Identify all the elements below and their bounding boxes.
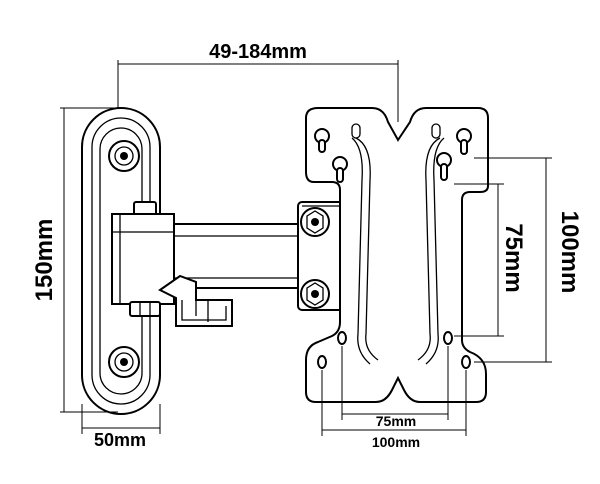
vesa-75-horizontal-label: 75mm — [376, 413, 416, 429]
vesa-100-vertical-label: 100mm — [556, 211, 583, 294]
swivel-arm — [111, 201, 303, 327]
width-50-dimension: 50mm — [81, 404, 161, 450]
keyhole-top-left-icon — [314, 128, 330, 153]
upper-bolt-icon — [300, 207, 330, 237]
vesa-75-vertical-label: 75mm — [500, 223, 527, 292]
tilt-head — [297, 201, 345, 311]
keyhole-upper-left-icon — [332, 156, 348, 183]
keyhole-top-right-icon — [456, 128, 472, 155]
vesa-100-horizontal-dimension: 100mm — [321, 370, 467, 450]
height-150-label: 150mm — [31, 219, 58, 302]
vesa-75-horizontal-dimension: 75mm — [341, 346, 449, 429]
keyhole-upper-right-icon — [436, 152, 452, 181]
bottom-holes — [317, 331, 471, 369]
lower-bolt-icon — [300, 279, 330, 309]
top-screw-icon — [108, 140, 140, 172]
width-50-label: 50mm — [94, 430, 146, 450]
overall-width-label: 49-184mm — [209, 41, 307, 63]
vesa-100-horizontal-label: 100mm — [372, 434, 420, 450]
vesa-75-vertical-dimension: 75mm — [454, 183, 527, 337]
vesa-100-vertical-dimension: 100mm — [474, 157, 583, 363]
height-150-dimension: 150mm — [31, 107, 118, 413]
vesa-plate — [305, 107, 489, 403]
overall-width-dimension: 49-184mm — [117, 41, 399, 122]
bottom-screw-icon — [108, 346, 140, 378]
